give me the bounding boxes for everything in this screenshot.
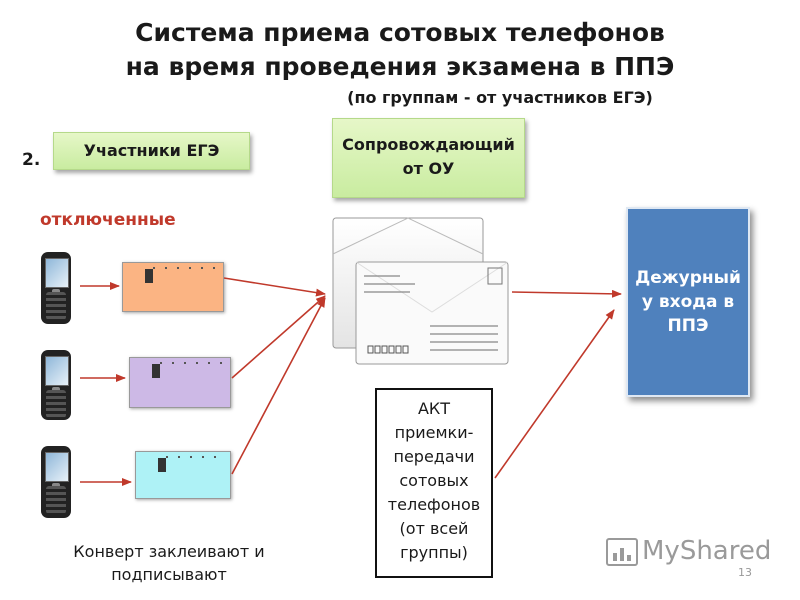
myshared-logo: MyShared [606, 536, 771, 566]
arrow-env-1 [223, 277, 326, 297]
logo-text: MyShared [642, 536, 772, 566]
act-line: сотовых [399, 471, 469, 490]
chart-icon [606, 537, 638, 566]
duty-label-line-3: ППЭ [667, 316, 709, 336]
phone-icon [41, 252, 71, 324]
act-line: приемки- [394, 423, 474, 442]
duty-officer-box: Дежурный у входа в ППЭ [626, 207, 750, 397]
escort-label-line-1: Сопровождающий [342, 135, 515, 154]
caption-line-2: подписывают [111, 565, 227, 584]
duty-label-line-2: у входа в [641, 292, 735, 312]
caption: Конверт заклеивают и подписывают [44, 540, 294, 586]
act-line: группы) [400, 543, 468, 562]
participants-box: Участники ЕГЭ [53, 132, 250, 170]
page-number: 13 [738, 566, 752, 579]
act-line: телефонов [387, 495, 481, 514]
act-box: АКТ приемки- передачи сотовых телефонов … [375, 388, 493, 578]
title-line-2: на время проведения экзамена в ППЭ [125, 52, 675, 81]
duty-label-line-1: Дежурный [635, 268, 741, 288]
subtitle: (по группам - от участников ЕГЭ) [347, 88, 653, 107]
participants-label: Участники ЕГЭ [83, 141, 220, 160]
escort-box: Сопровождающий от ОУ [332, 118, 525, 198]
phone-icon [41, 446, 71, 518]
act-line: передачи [393, 447, 475, 466]
act-line: (от всей [399, 519, 469, 538]
phone-icon [41, 350, 71, 420]
cyan-envelope [135, 451, 231, 499]
envelope-stack-icon [332, 217, 509, 365]
step-number: 2. [22, 150, 41, 170]
escort-label-line-2: от ОУ [402, 159, 455, 178]
off-label: отключенные [40, 210, 176, 230]
act-line: АКТ [417, 399, 451, 418]
arrow-env-3 [231, 297, 326, 475]
arrow-to-duty [511, 289, 622, 298]
caption-line-1: Конверт заклеивают и [73, 542, 265, 561]
orange-envelope [122, 262, 224, 312]
purple-envelope [129, 357, 231, 408]
arrow-env-2 [231, 295, 326, 379]
title-line-1: Система приема сотовых телефонов [135, 18, 665, 47]
arrow-act-to-duty [494, 309, 615, 479]
